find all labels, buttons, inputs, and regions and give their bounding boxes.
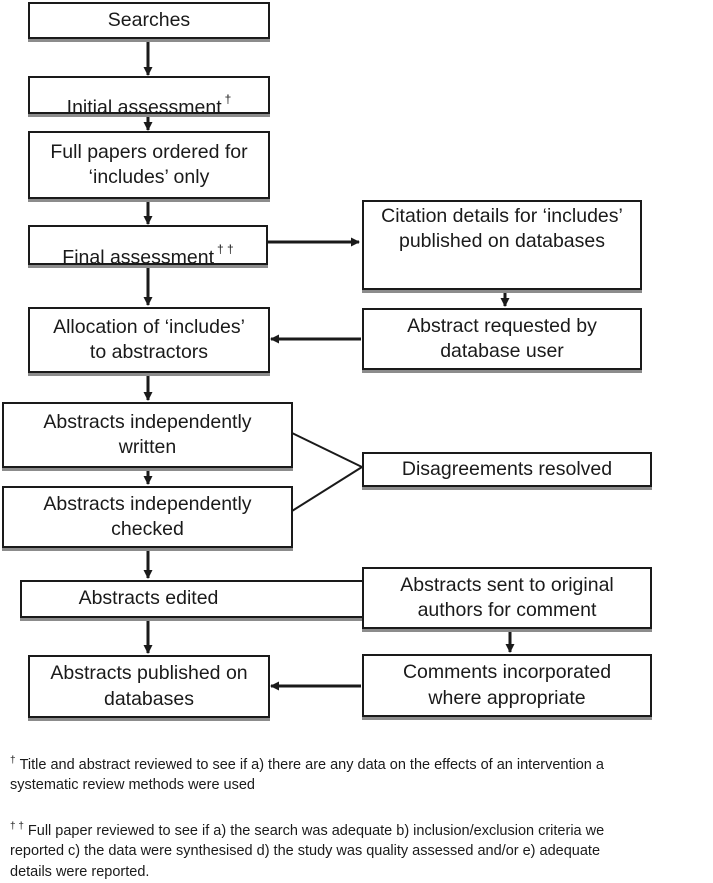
full-papers-label: Full papers ordered for ‘includes’ only [50,140,248,188]
double-dagger-mark: † † [217,241,234,256]
abstracts-published-box: Abstracts published on databases [28,655,270,718]
abstracts-edited-label: Abstracts edited [78,587,219,610]
abstract-requested-label: Abstract requested by database user [407,314,597,362]
abstract-requested-box: Abstract requested by database user [362,308,642,370]
footnote-2-line-1: Full paper reviewed to see if a) the sea… [27,822,605,839]
final-assessment-label: Final assessment† † [62,241,234,269]
dagger-mark: † [224,91,232,106]
footnote-2: † †Full paper reviewed to see if a) the … [10,820,710,883]
searches-box: Searches [28,2,270,39]
allocation-box: Allocation of ‘includes’ to abstractors [28,307,270,373]
footnote-2-line-2: reported c) the data were synthesised d)… [10,843,601,860]
sent-to-authors-label: Abstracts sent to original authors for c… [400,573,614,621]
link-written-to-disagreements [291,432,363,468]
footnote-2-mark: † † [10,821,24,832]
searches-label: Searches [107,8,191,31]
footnote-1-line-2: systematic review methods were used [10,777,255,794]
comments-incorporated-label: Comments incorporated where appropriate [402,661,612,709]
footnote-1-mark: † [10,755,16,766]
allocation-label: Allocation of ‘includes’ to abstractors [53,315,245,363]
footnote-1-line-1: Title and abstract reviewed to see if a)… [19,756,604,773]
citation-details-label: Citation details for ‘includes’ publishe… [381,205,623,253]
final-assessment-box: Final assessment† † [28,225,268,268]
disagreements-box: Disagreements resolved [362,452,652,487]
full-papers-box: Full papers ordered for ‘includes’ only [28,131,270,199]
citation-details-box: Citation details for ‘includes’ publishe… [362,200,642,290]
abstracts-checked-label: Abstracts independently checked [43,492,252,540]
initial-assessment-box: Initial assessment† [28,76,270,118]
link-checked-to-disagreements [291,466,363,512]
footnote-2-line-3: details were reported. [10,863,150,880]
initial-assessment-label: Initial assessment† [66,91,232,119]
abstracts-checked-box: Abstracts independently checked [2,486,293,548]
sent-to-authors-box: Abstracts sent to original authors for c… [362,567,652,629]
abstracts-written-box: Abstracts independently written [2,402,293,468]
abstracts-written-label: Abstracts independently written [43,410,252,458]
footnote-1: †Title and abstract reviewed to see if a… [10,754,710,796]
disagreements-label: Disagreements resolved [401,457,613,480]
abstracts-published-label: Abstracts published on databases [50,662,248,710]
comments-incorporated-box: Comments incorporated where appropriate [362,654,652,717]
